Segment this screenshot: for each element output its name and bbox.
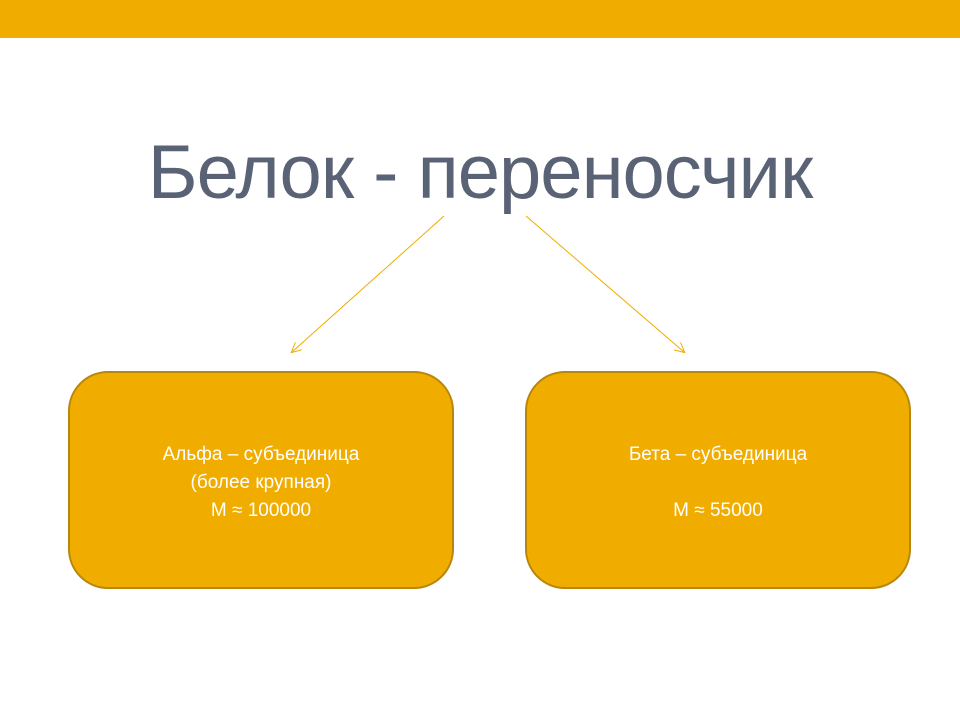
alpha-subunit-note: (более крупная)	[190, 472, 332, 493]
arrow-to-left-box	[292, 215, 445, 352]
arrow-to-right-box	[525, 215, 684, 352]
slide-title: Белок - переносчик	[147, 130, 814, 215]
top-accent-bar	[0, 0, 960, 38]
alpha-subunit-box: Альфа – субъединица (более крупная) М ≈ …	[68, 371, 454, 589]
alpha-subunit-name: Альфа – субъединица	[162, 444, 360, 465]
alpha-subunit-mass: М ≈ 100000	[210, 500, 312, 521]
beta-subunit-box: Бета – субъединица М ≈ 55000	[525, 371, 911, 589]
beta-subunit-name: Бета – субъединица	[628, 444, 808, 465]
beta-subunit-mass: М ≈ 55000	[673, 500, 763, 521]
